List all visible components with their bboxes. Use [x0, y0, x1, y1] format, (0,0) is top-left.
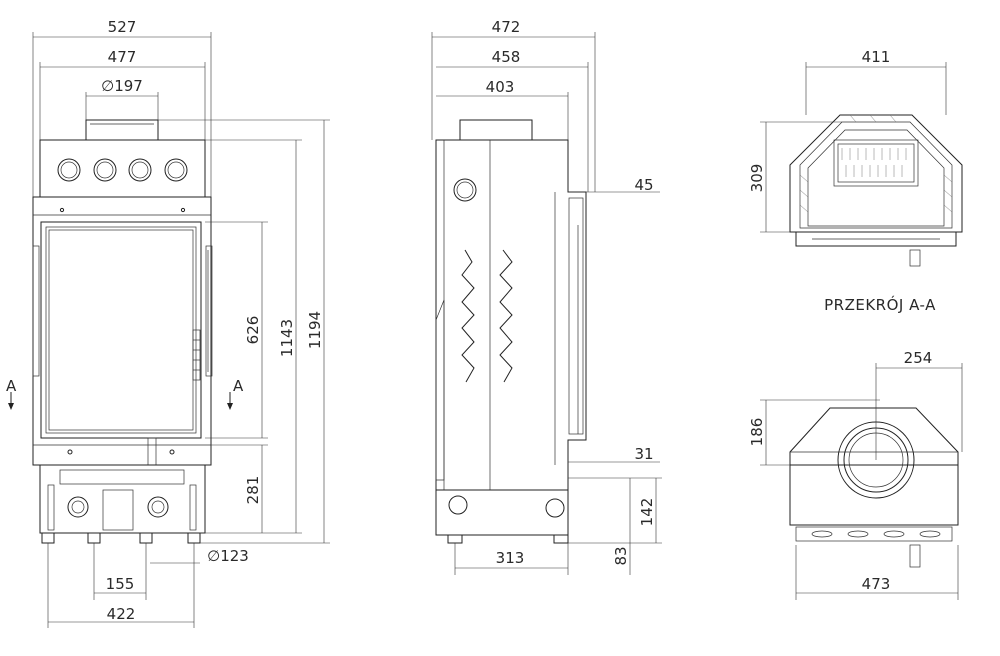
section-caption: PRZEKRÓJ A-A: [824, 295, 936, 314]
dim-width-total: 527: [108, 18, 137, 36]
dim-width-body: 477: [108, 48, 137, 66]
dim-flue-diameter: ∅197: [101, 77, 143, 95]
dim-door-offset: 45: [634, 176, 653, 194]
dim-leg-depth: 313: [496, 549, 525, 567]
side-view: 472 458 403 45 31 142 83 313: [431, 18, 662, 575]
dim-top-half-width: 254: [904, 349, 933, 367]
dim-depth-body: 403: [486, 78, 515, 96]
flue-collar: [85, 119, 159, 141]
section-view: 411 309 PRZEKRÓJ A-A: [748, 48, 963, 314]
firebox-body: [32, 196, 212, 466]
dim-top-width: 473: [862, 575, 891, 593]
side-flue-collar: [459, 119, 533, 141]
dim-leg-diameter: ∅123: [207, 547, 249, 565]
dim-depth-total: 472: [492, 18, 521, 36]
door-handle: [192, 329, 201, 381]
section-outline: [789, 114, 963, 233]
svg-text:A: A: [6, 377, 17, 395]
top-outline: [789, 407, 959, 466]
dim-section-width: 411: [862, 48, 891, 66]
heat-fin-left: [461, 249, 475, 383]
top-view: 254 186 473: [748, 349, 963, 600]
dim-inlet-bottom: 83: [612, 546, 630, 565]
dim-height-total: 1194: [306, 311, 324, 349]
leg-feet: [41, 532, 201, 544]
section-grate: [833, 139, 919, 187]
dim-frame-offset: 31: [634, 445, 653, 463]
dim-leg-spacing: 155: [106, 575, 135, 593]
top-chamber: [39, 139, 206, 198]
svg-text:A: A: [233, 377, 244, 395]
dim-base-height: 281: [244, 476, 262, 505]
heat-fin-right: [499, 249, 513, 383]
front-view: A A 527 477 ∅197: [6, 18, 330, 628]
dim-height-body: 1143: [278, 319, 296, 357]
section-marker-left: A: [6, 377, 17, 410]
base-frame: [39, 464, 206, 534]
side-body: [435, 139, 587, 491]
dim-section-height: 309: [748, 164, 766, 193]
dim-leg-outer: 422: [107, 605, 136, 623]
dim-glass-height: 626: [244, 316, 262, 345]
dim-top-depth: 186: [748, 418, 766, 447]
air-vent-holes: [57, 158, 188, 182]
door-frame: [40, 221, 202, 439]
dim-depth-mid: 458: [492, 48, 521, 66]
dim-inlet-height: 142: [638, 498, 656, 527]
section-marker-right: A: [227, 377, 244, 410]
